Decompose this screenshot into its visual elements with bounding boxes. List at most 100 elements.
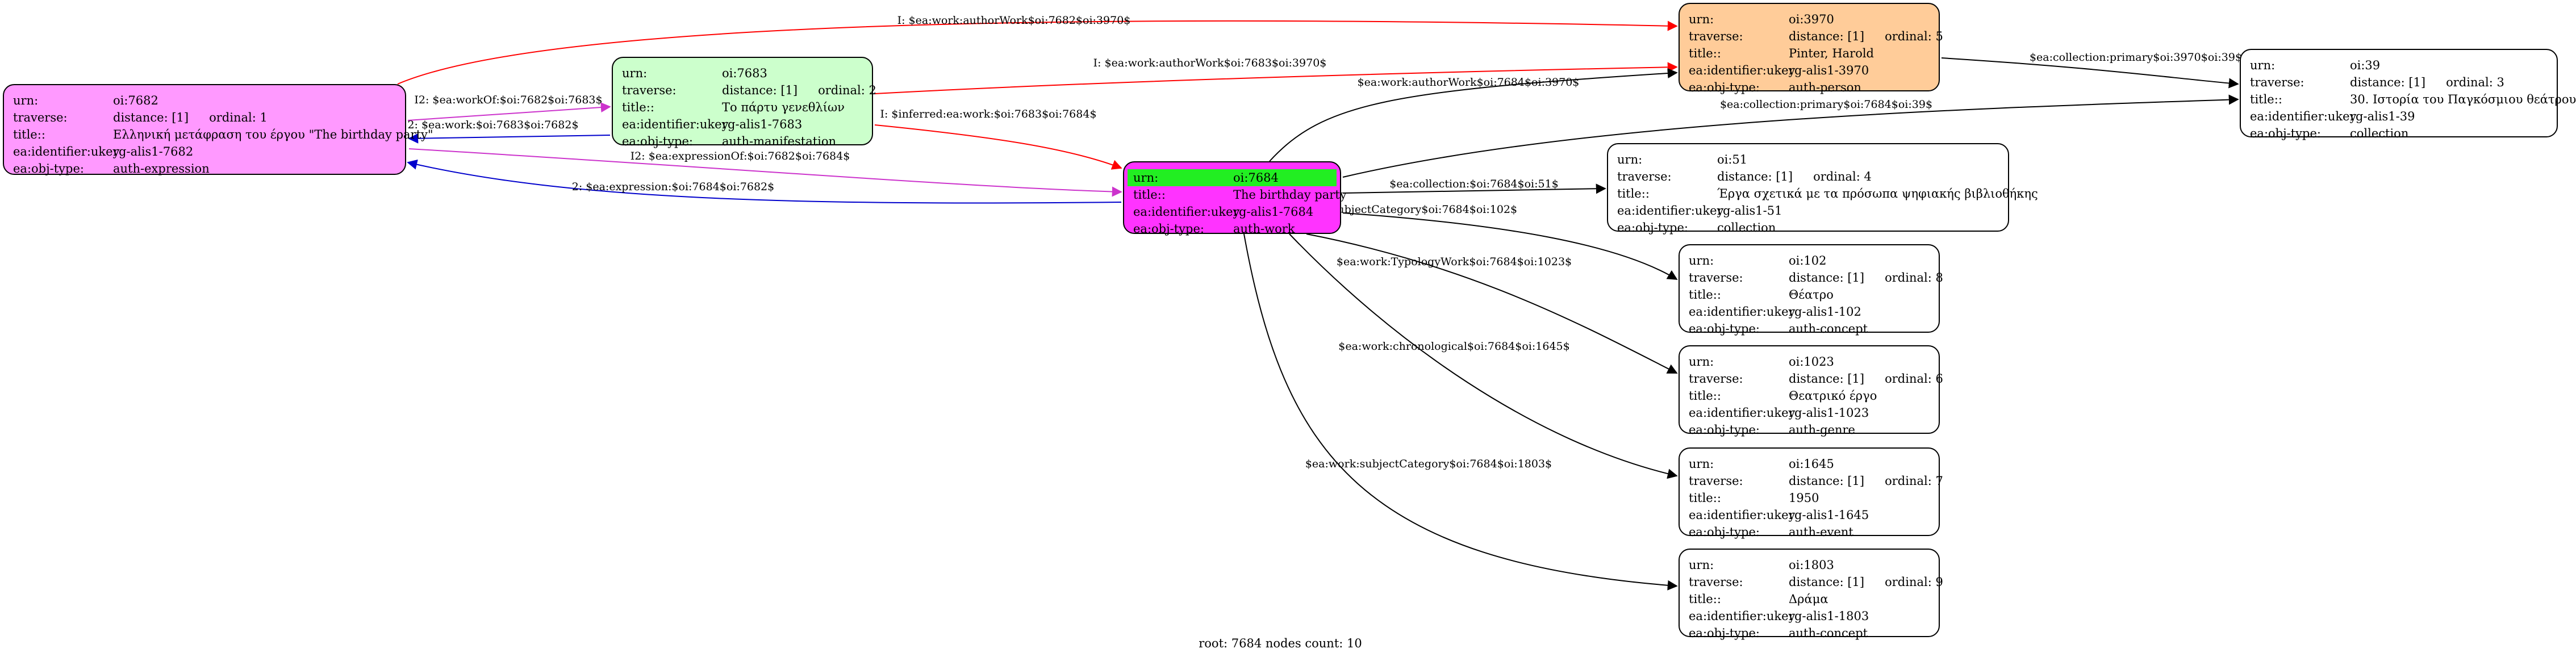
type-label: ea:obj-type: — [1617, 221, 1688, 235]
edge-label: 2: $ea:expression:$oi:7684$oi:7682$ — [572, 181, 775, 193]
title-label: title:: — [1689, 47, 1721, 60]
edge-label: I: $ea:work:authorWork$oi:7682$oi:3970$ — [897, 14, 1131, 27]
edge-line — [1306, 233, 1678, 374]
node-oi-7684-root[interactable]: urn:oi:7684 title::The birthday party ea… — [1123, 161, 1347, 236]
urn-label: urn: — [1689, 12, 1714, 26]
ukey-value: rg-alis1-1803 — [1789, 609, 1869, 623]
urn-label: urn: — [1617, 153, 1643, 166]
node-oi-39[interactable]: urn: oi:39 traverse: distance: [1] ordinal:… — [2240, 49, 2576, 140]
title-value: Ελληνική μετάφραση του έργου "The birthd… — [113, 128, 433, 141]
distance-value: distance: [1] — [113, 111, 189, 124]
type-label: ea:obj-type: — [622, 135, 693, 148]
ukey-value: rg-alis1-1645 — [1789, 508, 1869, 522]
ukey-label: ea:identifier:ukey — [1617, 204, 1724, 217]
traverse-label: traverse: — [2250, 76, 2304, 89]
ukey-value: rg-alis1-102 — [1789, 305, 1861, 319]
urn-value: oi:7682 — [113, 94, 158, 107]
edge-line — [1342, 94, 2239, 178]
ukey-value: rg-alis1-7683 — [722, 118, 803, 131]
ukey-label: ea:identifier:ukey — [13, 145, 120, 158]
type-value: auth-work — [1233, 222, 1295, 236]
edge-line — [408, 148, 1122, 197]
edge-line — [1342, 183, 1606, 194]
node-oi-51[interactable]: urn:oi:51 traverse:distance: [1]ordinal:… — [1607, 143, 2038, 235]
edge-line — [397, 20, 1678, 85]
type-label: ea:obj-type: — [1689, 81, 1760, 94]
ukey-value: rg-alis1-51 — [1717, 204, 1782, 217]
type-value: auth-manifestation — [722, 135, 837, 148]
distance-value: distance: [1] — [1789, 474, 1865, 488]
type-label: ea:obj-type: — [1689, 423, 1760, 437]
distance-value: distance: [1] — [1789, 372, 1865, 386]
traverse-label: traverse: — [1689, 30, 1743, 43]
ordinal-value: ordinal: 7 — [1885, 474, 1943, 488]
title-label: title:: — [1617, 187, 1650, 200]
title-value: Θέατρο — [1789, 288, 1834, 302]
distance-value: distance: [1] — [1789, 271, 1865, 284]
title-value: The birthday party — [1233, 188, 1347, 202]
urn-value: oi:1645 — [1789, 457, 1834, 471]
edge-label: $ea:work:subjectCategory$oi:7684$oi:1803… — [1305, 458, 1552, 470]
edge-line — [1941, 57, 2239, 89]
graph-footer: root: 7684 nodes count: 10 — [1199, 637, 1362, 650]
ordinal-value: ordinal: 4 — [1813, 170, 1872, 183]
ordinal-value: ordinal: 8 — [1885, 271, 1943, 284]
urn-label: urn: — [1133, 171, 1159, 185]
edge-label: $ea:collection:$oi:7684$oi:51$ — [1389, 178, 1559, 190]
distance-value: distance: [1] — [722, 83, 798, 97]
node-oi-7682[interactable]: urn:oi:7682 traverse:distance: [1]ordina… — [3, 84, 433, 175]
type-value: auth-genre — [1789, 423, 1855, 437]
ukey-label: ea:identifier:ukey — [1689, 609, 1796, 623]
distance-value: distance: [1] — [2350, 76, 2426, 89]
edge-label: $ea:work:TypologyWork$oi:7684$oi:1023$ — [1337, 256, 1572, 268]
ukey-label: ea:identifier:ukey — [1689, 64, 1796, 77]
type-label: ea:obj-type: — [2250, 127, 2321, 140]
urn-label: urn: — [1689, 457, 1714, 471]
edge-label: $ea:collection:primary$oi:7684$oi:39$ — [1720, 98, 1932, 111]
edge-line — [407, 102, 611, 121]
urn-label: urn: — [2250, 58, 2276, 72]
type-label: ea:obj-type: — [1689, 626, 1760, 640]
edge-label: 2: $ea:work:$oi:7683$oi:7682$ — [407, 119, 578, 131]
urn-value: oi:51 — [1717, 153, 1748, 166]
edge-line — [874, 62, 1678, 94]
title-label: title:: — [1689, 491, 1721, 505]
title-label: title:: — [13, 128, 45, 141]
urn-value: oi:3970 — [1789, 12, 1834, 26]
urn-value: oi:7684 — [1233, 171, 1279, 185]
node-oi-7683[interactable]: urn:oi:7683 traverse:distance: [1]ordina… — [612, 57, 876, 148]
node-oi-1645[interactable]: urn:oi:1645 traverse:distance: [1]ordina… — [1679, 447, 1943, 539]
title-label: title:: — [1689, 389, 1721, 403]
edge-line — [1342, 212, 1678, 280]
node-oi-3970[interactable]: urn:oi:3970 traverse:distance: [1]ordina… — [1679, 3, 1943, 94]
ukey-value: rg-alis1-39 — [2350, 110, 2415, 123]
urn-value: oi:39 — [2350, 58, 2381, 72]
title-value: Έργα σχετικά με τα πρόσωπα ψηφιακής βιβλ… — [1717, 187, 2038, 200]
distance-value: distance: [1] — [1789, 575, 1865, 589]
traverse-label: traverse: — [1617, 170, 1672, 183]
ukey-label: ea:identifier:ukey — [622, 118, 729, 131]
edge-label: I: $inferred:ea:work:$oi:7683$oi:7684$ — [880, 108, 1096, 120]
type-value: auth-expression — [113, 162, 210, 175]
edge-label: $ea:work:authorWork$oi:7684$oi:3970$ — [1358, 76, 1580, 89]
urn-label: urn: — [1689, 558, 1714, 572]
ukey-label: ea:identifier:ukey — [1133, 205, 1240, 219]
node-oi-1803[interactable]: urn:oi:1803 traverse:distance: [1]ordina… — [1679, 549, 1943, 640]
type-label: ea:obj-type: — [13, 162, 84, 175]
edge-line — [1269, 68, 1678, 162]
type-label: ea:obj-type: — [1133, 222, 1204, 236]
ukey-value: rg-alis1-7682 — [113, 145, 194, 158]
node-oi-102[interactable]: urn:oi:102 traverse:distance: [1]ordinal… — [1679, 244, 1943, 336]
type-value: auth-concept — [1789, 322, 1868, 336]
ukey-label: ea:identifier:ukey — [1689, 305, 1796, 319]
ordinal-value: ordinal: 3 — [2446, 76, 2504, 89]
ordinal-value: ordinal: 6 — [1885, 372, 1943, 386]
ordinal-value: ordinal: 2 — [818, 83, 876, 97]
title-label: title:: — [1689, 288, 1721, 302]
title-label: title:: — [1689, 592, 1721, 606]
traverse-label: traverse: — [622, 83, 677, 97]
node-oi-1023[interactable]: urn:oi:1023 traverse:distance: [1]ordina… — [1679, 345, 1943, 437]
edge-line — [1243, 233, 1678, 591]
